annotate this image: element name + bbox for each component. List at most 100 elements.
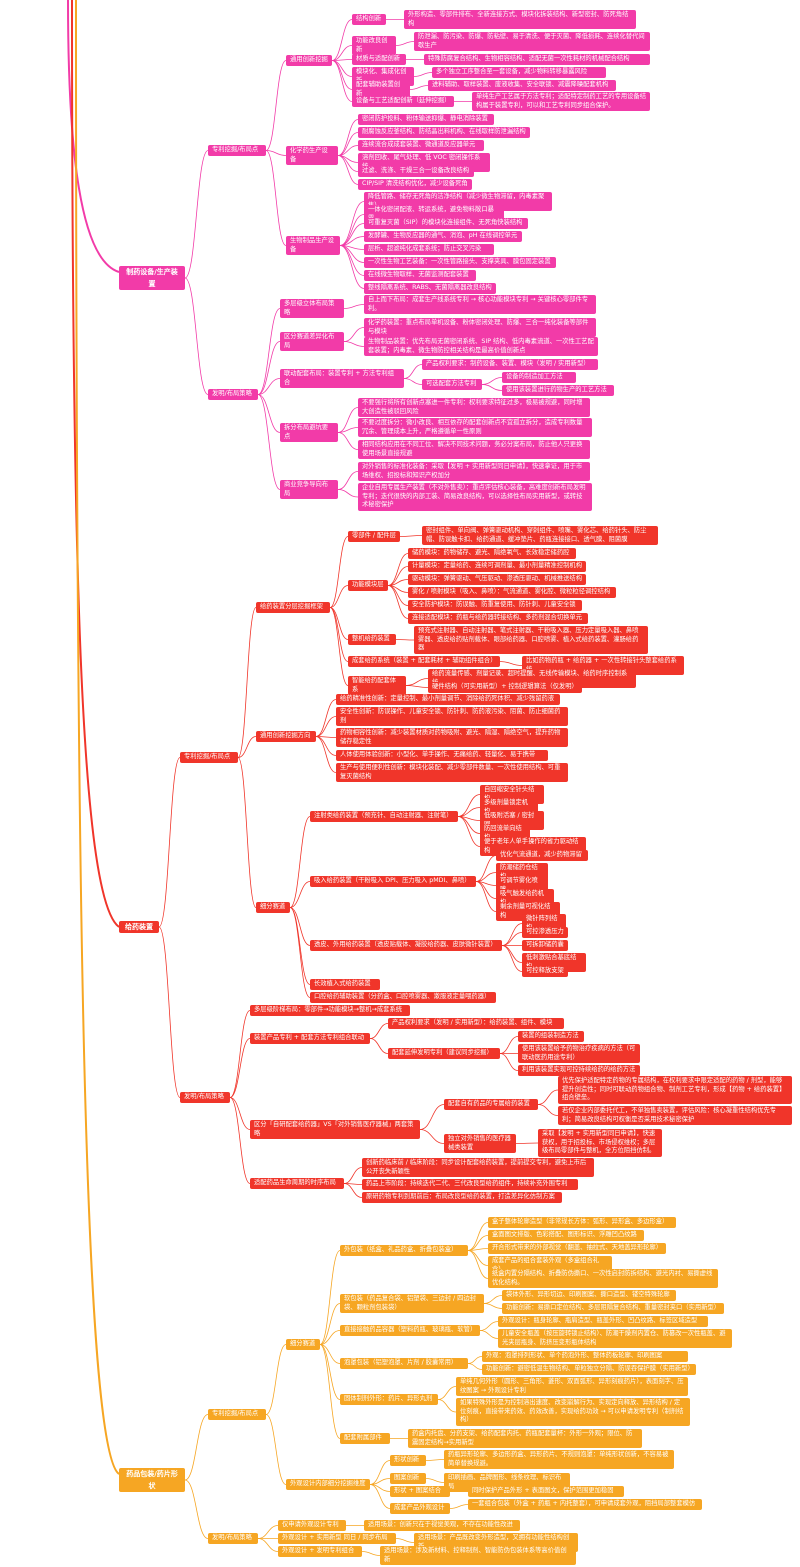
connector-line [361, 1551, 381, 1556]
ok-soft-pack[interactable]: 软包装（药品复合袋、铝塑袋、三边封 / 四边封袋、颗粒剂包装袋） [340, 1294, 484, 1314]
rd-branch-strategy[interactable]: 发明/布局策略 [180, 1092, 230, 1103]
ok-container-2: 儿童安全瓶盖（按压旋转锁止结构）、防潮干燥剂内置仓、防篡改一次性瓶盖、避光夹层瓶… [498, 1329, 732, 1349]
pk-combo-method-1: 设备的制造加工方法 [502, 372, 576, 383]
rd-framework[interactable]: 给药装置分层挖掘框架 [256, 602, 330, 613]
pk-auxiliary[interactable]: 配套辅助装置创新 [352, 80, 410, 100]
rd-whole-device[interactable]: 整机给药装置 [348, 634, 396, 645]
ok-design-dims[interactable]: 外观设计内部细分挖掘维度 [286, 1479, 370, 1490]
pk-structure[interactable]: 结构创新 [352, 14, 386, 25]
rd-smart[interactable]: 智能给药配套体系 [348, 676, 406, 696]
connector-line [289, 881, 311, 908]
rd-track-transdermal[interactable]: 透皮、外用给药装置（透皮贴载体、凝胶给药器、皮肤微针装置） [310, 940, 502, 951]
connector-line [467, 1222, 489, 1251]
ok-blister[interactable]: 泡罩包装（铝塑泡罩、片剂 / 胶囊常用） [340, 1358, 468, 1369]
root-pharma-equipment[interactable]: 制药设备/生产装置 [119, 266, 185, 290]
rd-module-connector: 连接适配模块：药瓶与给药器转接结构、多药剂混合切换单元 [408, 613, 588, 624]
ok-design-utility[interactable]: 外观设计 + 实用新型 同日 / 同步布局 [278, 1533, 396, 1544]
pk-branch-layout[interactable]: 专利挖掘/布局点 [208, 145, 266, 156]
rd-modules[interactable]: 功能模块层 [348, 580, 388, 591]
rd-dir-compat: 药物相容性创新：减少装置材质对药物吸附、避光、隔湿、隔绝空气，提升药物储存稳定性 [336, 728, 568, 748]
connector-line [237, 736, 257, 758]
rd-own-drug[interactable]: 配套自有药品的专属给药装置 [444, 1099, 538, 1110]
connector-line [499, 661, 523, 666]
pk-split-tips[interactable]: 拆分布局避坑要点 [280, 423, 338, 443]
connector-line [537, 1089, 559, 1105]
rd-tracks[interactable]: 细分赛道 [256, 902, 290, 913]
connector-line [257, 1525, 279, 1539]
rd-linkage[interactable]: 装置产品专利 + 配套方法专利组合联动 [250, 1033, 370, 1044]
connector-line [229, 1038, 251, 1098]
pk-track-diff[interactable]: 区分赛道差异化布局 [280, 332, 344, 352]
rd-module-safety: 安全防护模块：防误触、防重复使用、防针刺、儿童安全锁 [408, 600, 582, 611]
rd-system[interactable]: 成套给药系统（装置 + 配套耗材 + 辅助组件组合） [348, 656, 500, 667]
ok-design-invention[interactable]: 外观设计 + 发明专利组合 [278, 1546, 362, 1557]
connector-line [475, 881, 497, 912]
connector-line [457, 816, 481, 847]
pk-commercial[interactable]: 商业竞争导向布局 [280, 480, 338, 500]
root-drug-delivery[interactable]: 给药装置 [119, 921, 159, 933]
ok-dim-set[interactable]: 成套产品外观设计 [390, 1503, 450, 1514]
pk-material[interactable]: 材质与适配创新 [352, 54, 406, 65]
pk-chem-3: 连续流合成成套装置、微通道反应器单元 [358, 140, 484, 151]
pk-combo[interactable]: 联动配套布局：装置专利 + 方法专利组合 [280, 369, 404, 389]
pk-bio[interactable]: 生物制品生产设备 [286, 236, 340, 256]
pk-function[interactable]: 功能改良创新 [352, 36, 396, 56]
rd-trans-5: 可控释放支架 [522, 966, 568, 977]
ok-branch-layout[interactable]: 专利挖掘/布局点 [208, 1409, 266, 1420]
ok-only-design[interactable]: 仅申请外观设计专利 [278, 1520, 346, 1531]
pk-combo-method[interactable]: 可选配套方法专利 [422, 379, 482, 390]
rd-parts-desc: 密封组件、单向阀、弹簧驱动机构、穿刺组件、喷嘴、雾化芯、给药针头、防尘帽、防误触… [422, 526, 658, 546]
pk-track-diff-bio: 生物制品装置：优先布局无菌密闭系统、SIP 结构、低内毒素流道、一次性工艺配套装… [364, 337, 598, 357]
rd-linkage-extend[interactable]: 配套延伸发明专利（建议同步挖掘） [388, 1048, 500, 1059]
rd-track-injection[interactable]: 注射类给药装置（预充针、自动注射器、注射笔） [310, 811, 458, 822]
rd-directions[interactable]: 通用创新挖掘方向 [256, 731, 316, 742]
ok-tablet[interactable]: 固体制剂外形：药片、异形丸剂 [340, 1394, 438, 1405]
ok-outer-box[interactable]: 外包装（纸盒、礼品药盒、折叠包装盒） [340, 1245, 468, 1256]
ok-container[interactable]: 直接接触药品容器（塑料药瓶、玻璃瓶、软管） [340, 1325, 480, 1336]
rd-branch-layout[interactable]: 专利挖掘/布局点 [180, 752, 238, 763]
connector-line [289, 907, 311, 946]
ok-dim-shape[interactable]: 形状创新 [390, 1455, 426, 1466]
connector-line [337, 407, 359, 433]
connector-line [387, 585, 409, 619]
connector-line [413, 72, 433, 77]
pk-general[interactable]: 通用创新挖掘 [286, 55, 332, 66]
pk-split-tip-3: 相同结构应用在不同工位、解决不同技术问题，务必分案布局，防止他人只更换使用场景直… [358, 440, 590, 460]
connector-line [329, 585, 349, 608]
rd-track-implant[interactable]: 长效植入式给药装置 [310, 979, 380, 990]
rd-whole-device-desc: 预充式注射器、自动注射器、笔式注射器、干粉吸入器、压力定量吸入器、鼻喷雾器、透皮… [414, 626, 648, 654]
pk-track-diff-chem: 化学药装置：重点布局单机设备、粉体密闭处理、防爆、三合一纯化装备等部件与模块 [364, 318, 596, 338]
rd-for-sale[interactable]: 独立对外销售的医疗器械类装置 [444, 1134, 516, 1154]
rd-parts[interactable]: 零部件 / 配件层 [348, 531, 400, 542]
ok-branch-strategy[interactable]: 发明/布局策略 [208, 1533, 258, 1544]
connector-line [337, 427, 359, 433]
rd-lifecycle[interactable]: 适配药品生命周期的时序布局 [250, 1178, 344, 1189]
ok-dim-pattern[interactable]: 图案创新 [390, 1473, 426, 1484]
ok-dim-combo[interactable]: 形状 + 图案结合 [390, 1486, 450, 1497]
pk-branch-strategy[interactable]: 发明/布局策略 [208, 389, 258, 400]
root-packaging[interactable]: 药品包装/药片形状 [119, 1468, 185, 1492]
rd-ladder[interactable]: 多层级阶梯布局：零部件→功能模块→整机→成套系统 [250, 1005, 410, 1016]
pk-multi-level[interactable]: 多层级立体布局策略 [280, 299, 344, 319]
pk-chem-5: 过滤、洗涤、干燥三合一设备改良结构 [358, 166, 474, 177]
connector-line [329, 607, 349, 662]
connector-line [158, 926, 181, 1098]
pk-chem[interactable]: 化学药生产设备 [286, 146, 338, 166]
connector-line [467, 1363, 483, 1370]
connector-line [395, 639, 415, 641]
pk-auxiliary-desc: 进料辅助、取样装置、废液收集、安全联锁、减震降噪配套机构 [428, 80, 616, 91]
rd-track-inhalation[interactable]: 吸入给药装置（干粉吸入 DPI、压力吸入 pMDI、鼻喷） [310, 876, 476, 887]
ok-accessory[interactable]: 配套附属部件 [340, 1433, 390, 1444]
connector-line [419, 1104, 445, 1130]
pk-chem-6: CIP/SIP 清洗结构优化，减少设备死角 [358, 179, 472, 190]
connector-line [467, 1356, 483, 1364]
pk-process-fit[interactable]: 设备与工艺适配创新（延伸挖掘） [352, 96, 454, 107]
ok-only-design-desc: 适用场景：创新只在于视觉美观，不存在功能性改进 [364, 1520, 520, 1531]
rd-track-oral[interactable]: 口腔给药辅助装置（分药盒、口腔喷雾器、漱服液定量喂药器） [310, 992, 496, 1003]
connector-line [158, 757, 181, 928]
rd-self-vs-sale[interactable]: 区分「自研配套给药器」VS「对外销售医疗器械」两套策略 [250, 1120, 420, 1140]
rd-module-spray: 雾化 / 喷射模块（吸入、鼻喷）：气流通道、雾化腔、微粒粒径调控结构 [408, 587, 616, 598]
pk-multi-level-desc: 自上而下布局：成套生产线系统专利 → 核心功能模块专利 → 关键核心零部件专利。 [364, 295, 596, 315]
ok-tracks[interactable]: 细分赛道 [286, 1339, 320, 1350]
rd-dir-ux: 人体使用体验创新：小型化、单手操作、无痛给药、轻量化、易于携带 [336, 750, 548, 761]
